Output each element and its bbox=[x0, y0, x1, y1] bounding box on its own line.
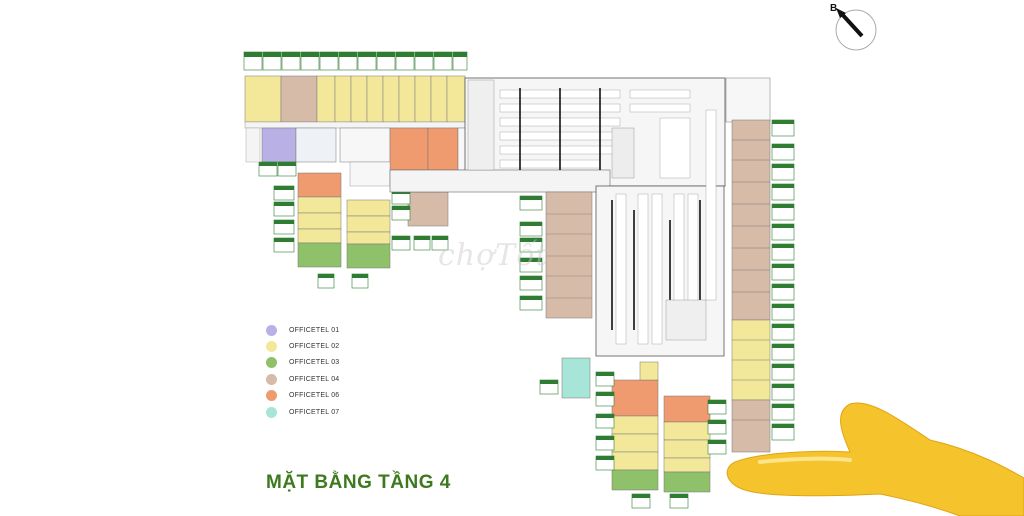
legend-item: OFFICETEL 06 bbox=[266, 388, 339, 404]
legend-swatch bbox=[266, 373, 277, 385]
legend-swatch bbox=[266, 341, 277, 353]
left-vertical-stacks bbox=[297, 172, 449, 269]
compass-icon bbox=[835, 8, 877, 51]
legend-label: OFFICETEL 03 bbox=[289, 359, 340, 367]
legend: OFFICETEL 01 OFFICETEL 02 OFFICETEL 03 OFFI… bbox=[266, 322, 339, 420]
bottom-clusters bbox=[611, 361, 711, 493]
compass-label: B bbox=[830, 3, 838, 14]
legend-item: OFFICETEL 03 bbox=[266, 355, 339, 371]
legend-label: OFFICETEL 02 bbox=[289, 343, 340, 351]
legend-label: OFFICETEL 04 bbox=[289, 375, 340, 383]
right-wing bbox=[725, 77, 771, 453]
legend-swatch bbox=[266, 406, 277, 418]
legend-swatch bbox=[266, 357, 277, 369]
watermark-text: chợTốt bbox=[438, 238, 549, 273]
legend-label: OFFICETEL 01 bbox=[289, 326, 340, 334]
legend-item: OFFICETEL 04 bbox=[266, 371, 339, 387]
legend-item: OFFICETEL 02 bbox=[266, 338, 339, 354]
page-title: MẶT BẰNG TẦNG 4 bbox=[266, 472, 451, 493]
left-wing bbox=[243, 51, 469, 289]
legend-label: OFFICETEL 07 bbox=[289, 408, 340, 416]
legend-swatch bbox=[266, 324, 277, 336]
legend-label: OFFICETEL 06 bbox=[289, 392, 340, 400]
pointing-hand-icon bbox=[726, 402, 1024, 516]
top-row-units bbox=[244, 75, 466, 123]
legend-item: OFFICETEL 07 bbox=[266, 404, 339, 420]
middle-stack bbox=[519, 191, 593, 399]
legend-swatch bbox=[266, 390, 277, 402]
legend-item: OFFICETEL 01 bbox=[266, 322, 339, 338]
parking-area bbox=[389, 77, 726, 357]
